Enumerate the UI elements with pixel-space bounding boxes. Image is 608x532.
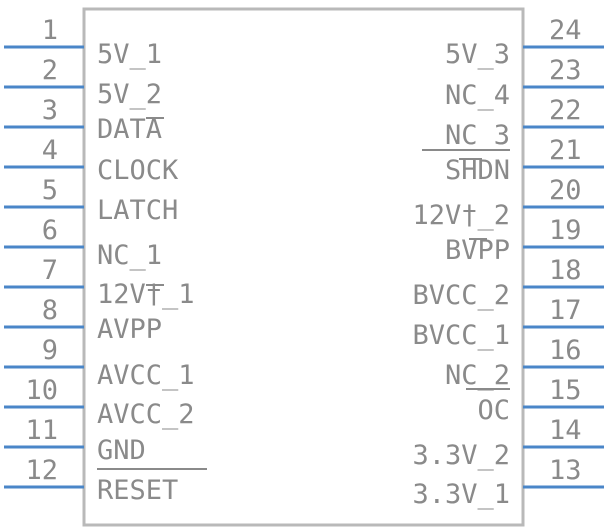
left-pin: 5 LATCH [4, 175, 178, 226]
pin-label: BVPP [445, 235, 510, 266]
pin-label: 3.3V_2 [412, 440, 510, 471]
right-pin: 17 BVCC_1 [412, 295, 604, 351]
pin-number: 3 [42, 95, 58, 126]
right-pin: 24 5V_3 [445, 15, 604, 70]
pin-number: 9 [42, 335, 58, 366]
pin-label: GND [97, 435, 146, 466]
right-pin: 19 BVPP [445, 215, 604, 266]
right-pin: 13 3.3V_1 [412, 455, 604, 510]
pin-number: 21 [549, 135, 582, 166]
pin-number: 13 [549, 455, 582, 486]
pin-number: 11 [25, 415, 58, 446]
pin-number: 4 [42, 135, 58, 166]
pin-label: AVPP [97, 314, 162, 345]
pin-number: 2 [42, 55, 58, 86]
left-pin: 9 AVCC_1 [4, 335, 195, 391]
pin-label: BVCC_2 [412, 280, 510, 311]
pin-number: 14 [549, 415, 582, 446]
pin-label: NC_2 [445, 360, 510, 391]
pin-label: OC [477, 395, 510, 426]
pin-number: 12 [25, 455, 58, 486]
pin-number: 24 [549, 15, 582, 46]
left-pin: 7 12V†_1 [4, 255, 195, 310]
pin-label: CLOCK [97, 155, 179, 186]
pin-number: 5 [42, 175, 58, 206]
pin-label: 5V_2 [97, 79, 162, 110]
pin-label: 12V†_1 [97, 279, 195, 310]
right-pin: 20 12V†_2 [412, 175, 604, 231]
left-pin: 1 5V_1 [4, 15, 162, 70]
pin-number: 20 [549, 175, 582, 206]
right-pin: 16 NC_2 [445, 335, 604, 391]
pin-label: NC_1 [97, 240, 162, 271]
component-body [82, 7, 525, 527]
left-pin: 8 AVPP [4, 295, 162, 345]
left-pin: 12 RESET [4, 455, 178, 506]
left-pin: 4 CLOCK [4, 135, 179, 186]
pin-number: 16 [549, 335, 582, 366]
pin-number: 18 [549, 255, 582, 286]
right-pin: 22 NC_3 [445, 95, 604, 151]
right-pin: 15 OC [477, 375, 604, 426]
pin-label: DATA [97, 114, 162, 145]
pin-label: 5V_3 [445, 39, 510, 70]
left-pin: 10 AVCC_2 [4, 375, 195, 430]
pin-label: SHDN [445, 155, 510, 186]
pin-number: 15 [549, 375, 582, 406]
pin-label: 5V_1 [97, 39, 162, 70]
pin-number: 19 [549, 215, 582, 246]
pin-number: 7 [42, 255, 58, 286]
pin-label: AVCC_2 [97, 399, 195, 430]
right-pin: 21 SHDN [445, 135, 604, 186]
left-pin-group: 1 5V_1 2 5V_2 3 DATA 4 CLOCK 5 LATCH 6 N… [4, 15, 195, 506]
right-pin: 18 BVCC_2 [412, 255, 604, 311]
pin-label: NC_4 [445, 80, 510, 111]
pin-number: 23 [549, 55, 582, 86]
overbar-group [97, 117, 510, 470]
pin-number: 22 [549, 95, 582, 126]
left-pin: 11 GND [4, 415, 146, 466]
pin-label: 12V†_2 [412, 200, 510, 231]
pin-label: RESET [97, 475, 178, 506]
left-pin: 6 NC_1 [4, 215, 162, 271]
pin-label: AVCC_1 [97, 360, 195, 391]
pin-number: 8 [42, 295, 58, 326]
right-pin: 23 NC_4 [445, 55, 604, 111]
pin-number: 1 [42, 15, 58, 46]
pin-label: LATCH [97, 195, 178, 226]
pin-number: 17 [549, 295, 582, 326]
left-pin: 3 DATA [4, 95, 162, 145]
right-pin-group: 24 5V_3 23 NC_4 22 NC_3 21 SHDN 20 12V†_… [412, 15, 604, 510]
left-pin: 2 5V_2 [4, 55, 162, 110]
pin-label: BVCC_1 [412, 320, 510, 351]
pin-number: 10 [25, 375, 58, 406]
right-pin: 14 3.3V_2 [412, 415, 604, 471]
pin-number: 6 [42, 215, 58, 246]
pin-label: NC_3 [445, 120, 510, 151]
pin-label: 3.3V_1 [412, 479, 510, 510]
